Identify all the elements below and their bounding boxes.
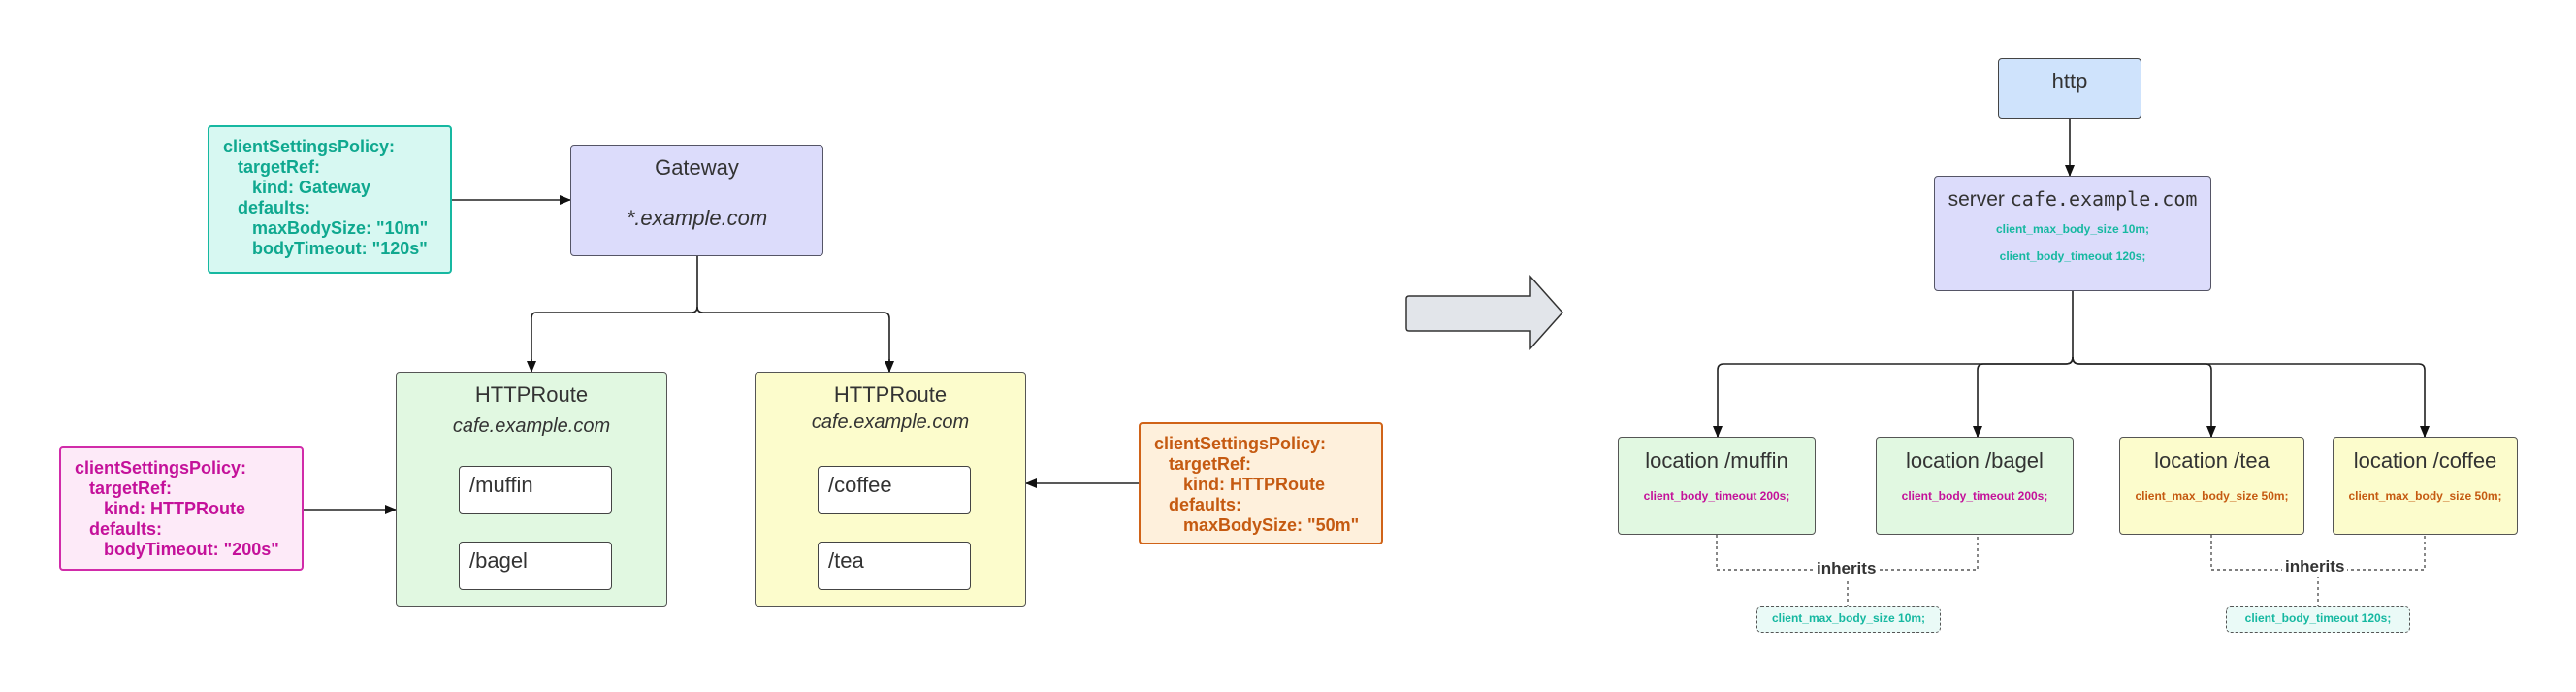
location-directive: client_max_body_size 50m; <box>2135 489 2289 503</box>
gateway-title: Gateway <box>655 155 739 180</box>
inherited-directive-right: client_body_timeout 120s; <box>2226 606 2410 633</box>
inherits-label-right: inherits <box>2282 557 2348 577</box>
policy-line: bodyTimeout: "200s" <box>75 540 279 559</box>
connector-gateway-routes <box>531 256 698 372</box>
path-bagel: /bagel <box>459 542 612 590</box>
server-title: server cafe.example.com <box>1935 187 2210 212</box>
policy-line: maxBodySize: "50m" <box>1154 515 1360 535</box>
server-prefix: server <box>1948 188 2005 211</box>
policy-route-a: clientSettingsPolicy: targetRef: kind: H… <box>59 446 304 571</box>
httproute-muffin-bagel: HTTPRoute cafe.example.com /muffin /bage… <box>396 372 667 607</box>
policy-line: clientSettingsPolicy: <box>1154 434 1327 453</box>
policy-line: defaults: <box>1154 495 1242 514</box>
server-directive: client_body_timeout 120s; <box>1999 249 2146 263</box>
policy-line: clientSettingsPolicy: <box>223 137 396 156</box>
http-node: http <box>1998 58 2141 119</box>
policy-line: defaults: <box>223 198 311 217</box>
inherits-label-left: inherits <box>1814 559 1880 578</box>
httproute-host: cafe.example.com <box>452 415 611 437</box>
httproute-title: HTTPRoute <box>833 382 948 407</box>
policy-route-b: clientSettingsPolicy: targetRef: kind: H… <box>1139 422 1383 544</box>
httproute-title: HTTPRoute <box>474 382 589 407</box>
location-title: location /coffee <box>2353 448 2497 473</box>
policy-line: targetRef: <box>1154 454 1252 474</box>
gateway-node: Gateway *.example.com <box>570 145 823 256</box>
path-tea: /tea <box>818 542 971 590</box>
server-name: cafe.example.com <box>2010 187 2198 211</box>
location-title: location /tea <box>2154 448 2270 473</box>
inherited-directive-left: client_max_body_size 10m; <box>1756 606 1941 633</box>
policy-line: clientSettingsPolicy: <box>75 458 247 478</box>
policy-line: defaults: <box>75 519 163 539</box>
location-coffee: location /coffee client_max_body_size 50… <box>2333 437 2518 535</box>
location-title: location /muffin <box>1645 448 1788 473</box>
gateway-host: *.example.com <box>626 206 768 230</box>
right-arrow-icon <box>1405 275 1564 350</box>
server-node: server cafe.example.com client_max_body_… <box>1934 176 2211 291</box>
location-bagel: location /bagel client_body_timeout 200s… <box>1876 437 2074 535</box>
location-directive: client_body_timeout 200s; <box>1901 489 2048 503</box>
path-coffee: /coffee <box>818 466 971 514</box>
policy-line: kind: HTTPRoute <box>1154 475 1325 494</box>
httproute-coffee-tea: HTTPRoute cafe.example.com /coffee /tea <box>755 372 1026 607</box>
policy-gateway: clientSettingsPolicy: targetRef: kind: G… <box>208 125 452 274</box>
location-muffin: location /muffin client_body_timeout 200… <box>1618 437 1816 535</box>
location-title: location /bagel <box>1906 448 2044 473</box>
server-directive: client_max_body_size 10m; <box>1995 222 2150 236</box>
policy-line: kind: Gateway <box>223 178 371 197</box>
http-title: http <box>2051 69 2088 93</box>
path-muffin: /muffin <box>459 466 612 514</box>
policy-line: targetRef: <box>75 478 173 498</box>
httproute-host: cafe.example.com <box>811 412 970 433</box>
policy-line: targetRef: <box>223 157 321 177</box>
policy-line: bodyTimeout: "120s" <box>223 239 428 258</box>
location-directive: client_body_timeout 200s; <box>1643 489 1790 503</box>
policy-line: maxBodySize: "10m" <box>223 218 429 238</box>
policy-line: kind: HTTPRoute <box>75 499 245 518</box>
location-tea: location /tea client_max_body_size 50m; <box>2119 437 2304 535</box>
location-directive: client_max_body_size 50m; <box>2348 489 2502 503</box>
